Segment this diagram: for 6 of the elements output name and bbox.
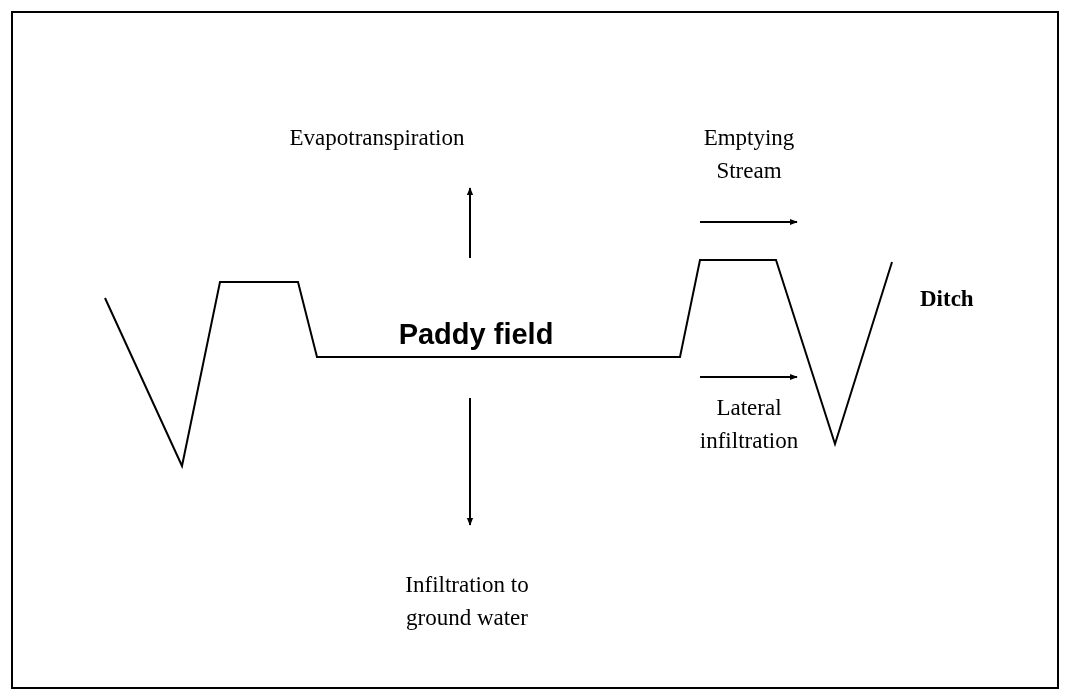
flow-label: Evapotranspiration [288, 124, 466, 152]
flow-label: Infiltration to ground water [404, 571, 530, 632]
place-label: Ditch [920, 285, 975, 313]
area-label: Paddy field [397, 318, 555, 351]
flow-label: Emptying Stream [702, 124, 796, 185]
flow-label: Lateral infiltration [698, 394, 800, 455]
